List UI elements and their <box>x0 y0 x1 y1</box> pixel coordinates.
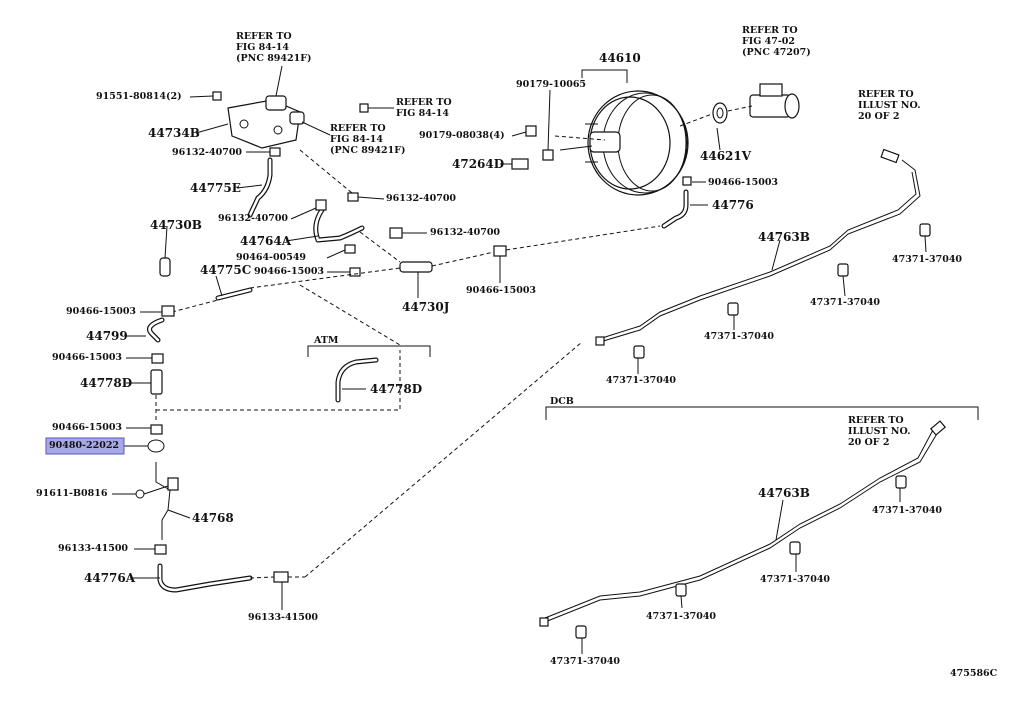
label-90466-b: 90466-15003 <box>254 266 325 277</box>
label-91551: 91551-80814(2) <box>96 91 182 102</box>
label-clip-c4: 47371-37040 <box>892 254 963 265</box>
label-44734B: 44734B <box>148 126 200 140</box>
label-44621V: 44621V <box>700 149 752 163</box>
atm-hose <box>335 357 379 403</box>
label-44730B: 44730B <box>150 218 202 232</box>
clip-c7 <box>675 583 687 609</box>
label-44763B-b: 44763B <box>758 486 810 500</box>
diagram-id: 475586C <box>950 668 998 679</box>
label-44763B-a: 44763B <box>758 230 810 244</box>
label-44775C: 44775C <box>200 263 252 277</box>
label-90466-15003-a: 90466-15003 <box>708 177 779 188</box>
label-44778D-b: 44778D <box>370 382 423 396</box>
dcb-bracket: DCB <box>545 396 979 420</box>
atm-label: ATM <box>313 335 339 346</box>
label-96132-d: 96132-40700 <box>430 227 501 238</box>
label-44775E: 44775E <box>190 181 241 195</box>
vacuum-pipe-44768 <box>112 462 191 555</box>
bracket-assembly <box>189 65 394 157</box>
ref-fig-84-14-b: REFER TO FIG 84-14 (PNC 89421F) <box>330 123 406 156</box>
label-90466-d: 90466-15003 <box>66 306 137 317</box>
label-96132-b: 96132-40700 <box>386 193 457 204</box>
label-90179-08038: 90179-08038(4) <box>419 130 505 141</box>
label-clip-c8: 47371-37040 <box>550 656 621 667</box>
left-stack <box>124 284 401 453</box>
label-90466-f: 90466-15003 <box>52 422 123 433</box>
ref-illust-bottom: REFER TO ILLUST NO. 20 OF 2 <box>848 415 911 448</box>
label-96133-a: 96133-41500 <box>58 543 129 554</box>
label-44768: 44768 <box>192 511 234 525</box>
clip-c6 <box>789 541 801 572</box>
ref-illust-top: REFER TO ILLUST NO. 20 OF 2 <box>858 89 921 122</box>
pipe-upper <box>595 148 921 346</box>
clip-c2 <box>727 302 739 330</box>
master-cylinder <box>712 83 800 124</box>
label-clip-c6: 47371-37040 <box>760 574 831 585</box>
hose-44776A <box>130 341 583 610</box>
check-valve-group <box>159 225 401 313</box>
atm-bracket: ATM <box>307 335 431 357</box>
label-90466-c: 90466-15003 <box>466 285 537 296</box>
brake-booster <box>559 90 689 196</box>
label-clip-c2: 47371-37040 <box>704 331 775 342</box>
clips <box>575 223 931 654</box>
label-96132-c: 96132-40700 <box>218 213 289 224</box>
label-44799: 44799 <box>86 329 128 343</box>
label-44776A: 44776A <box>84 571 136 585</box>
ref-fig-84-14-a: REFER TO FIG 84-14 <box>396 97 452 119</box>
label-96133-b: 96133-41500 <box>248 612 319 623</box>
pipe-lower <box>539 420 947 627</box>
label-44610: 44610 <box>599 51 641 65</box>
booster-small-parts <box>511 125 692 229</box>
label-90464: 90464-00549 <box>236 252 307 263</box>
label-44776: 44776 <box>712 198 754 212</box>
label-44778D-a: 44778D <box>80 376 133 390</box>
clip-c5 <box>895 475 907 502</box>
label-90466-e: 90466-15003 <box>52 352 123 363</box>
ref-master-cylinder: REFER TO FIG 47-02 (PNC 47207) <box>742 25 811 58</box>
label-clip-c1: 47371-37040 <box>606 375 677 386</box>
label-90179-10065: 90179-10065 <box>516 79 587 90</box>
label-91611: 91611-B0816 <box>36 488 108 499</box>
clip-c4 <box>919 223 931 253</box>
clip-c3 <box>837 263 849 297</box>
dcb-label: DCB <box>550 396 574 407</box>
upper-hoses <box>236 149 661 298</box>
label-clip-c7: 47371-37040 <box>646 611 717 622</box>
label-47264D: 47264D <box>452 157 505 171</box>
label-44730J: 44730J <box>402 300 450 314</box>
label-clip-c5: 47371-37040 <box>872 505 943 516</box>
highlight-90480-22022 <box>45 437 125 455</box>
label-44764A: 44764A <box>240 234 292 248</box>
label-clip-c3: 47371-37040 <box>810 297 881 308</box>
clip-c1 <box>633 345 645 374</box>
clip-c8 <box>575 625 587 654</box>
label-90480-22022[interactable]: 90480-22022 <box>49 440 120 451</box>
ref-top-left: REFER TO FIG 84-14 (PNC 89421F) <box>236 31 312 64</box>
booster-leaders <box>500 69 753 206</box>
label-96132-a: 96132-40700 <box>172 147 243 158</box>
